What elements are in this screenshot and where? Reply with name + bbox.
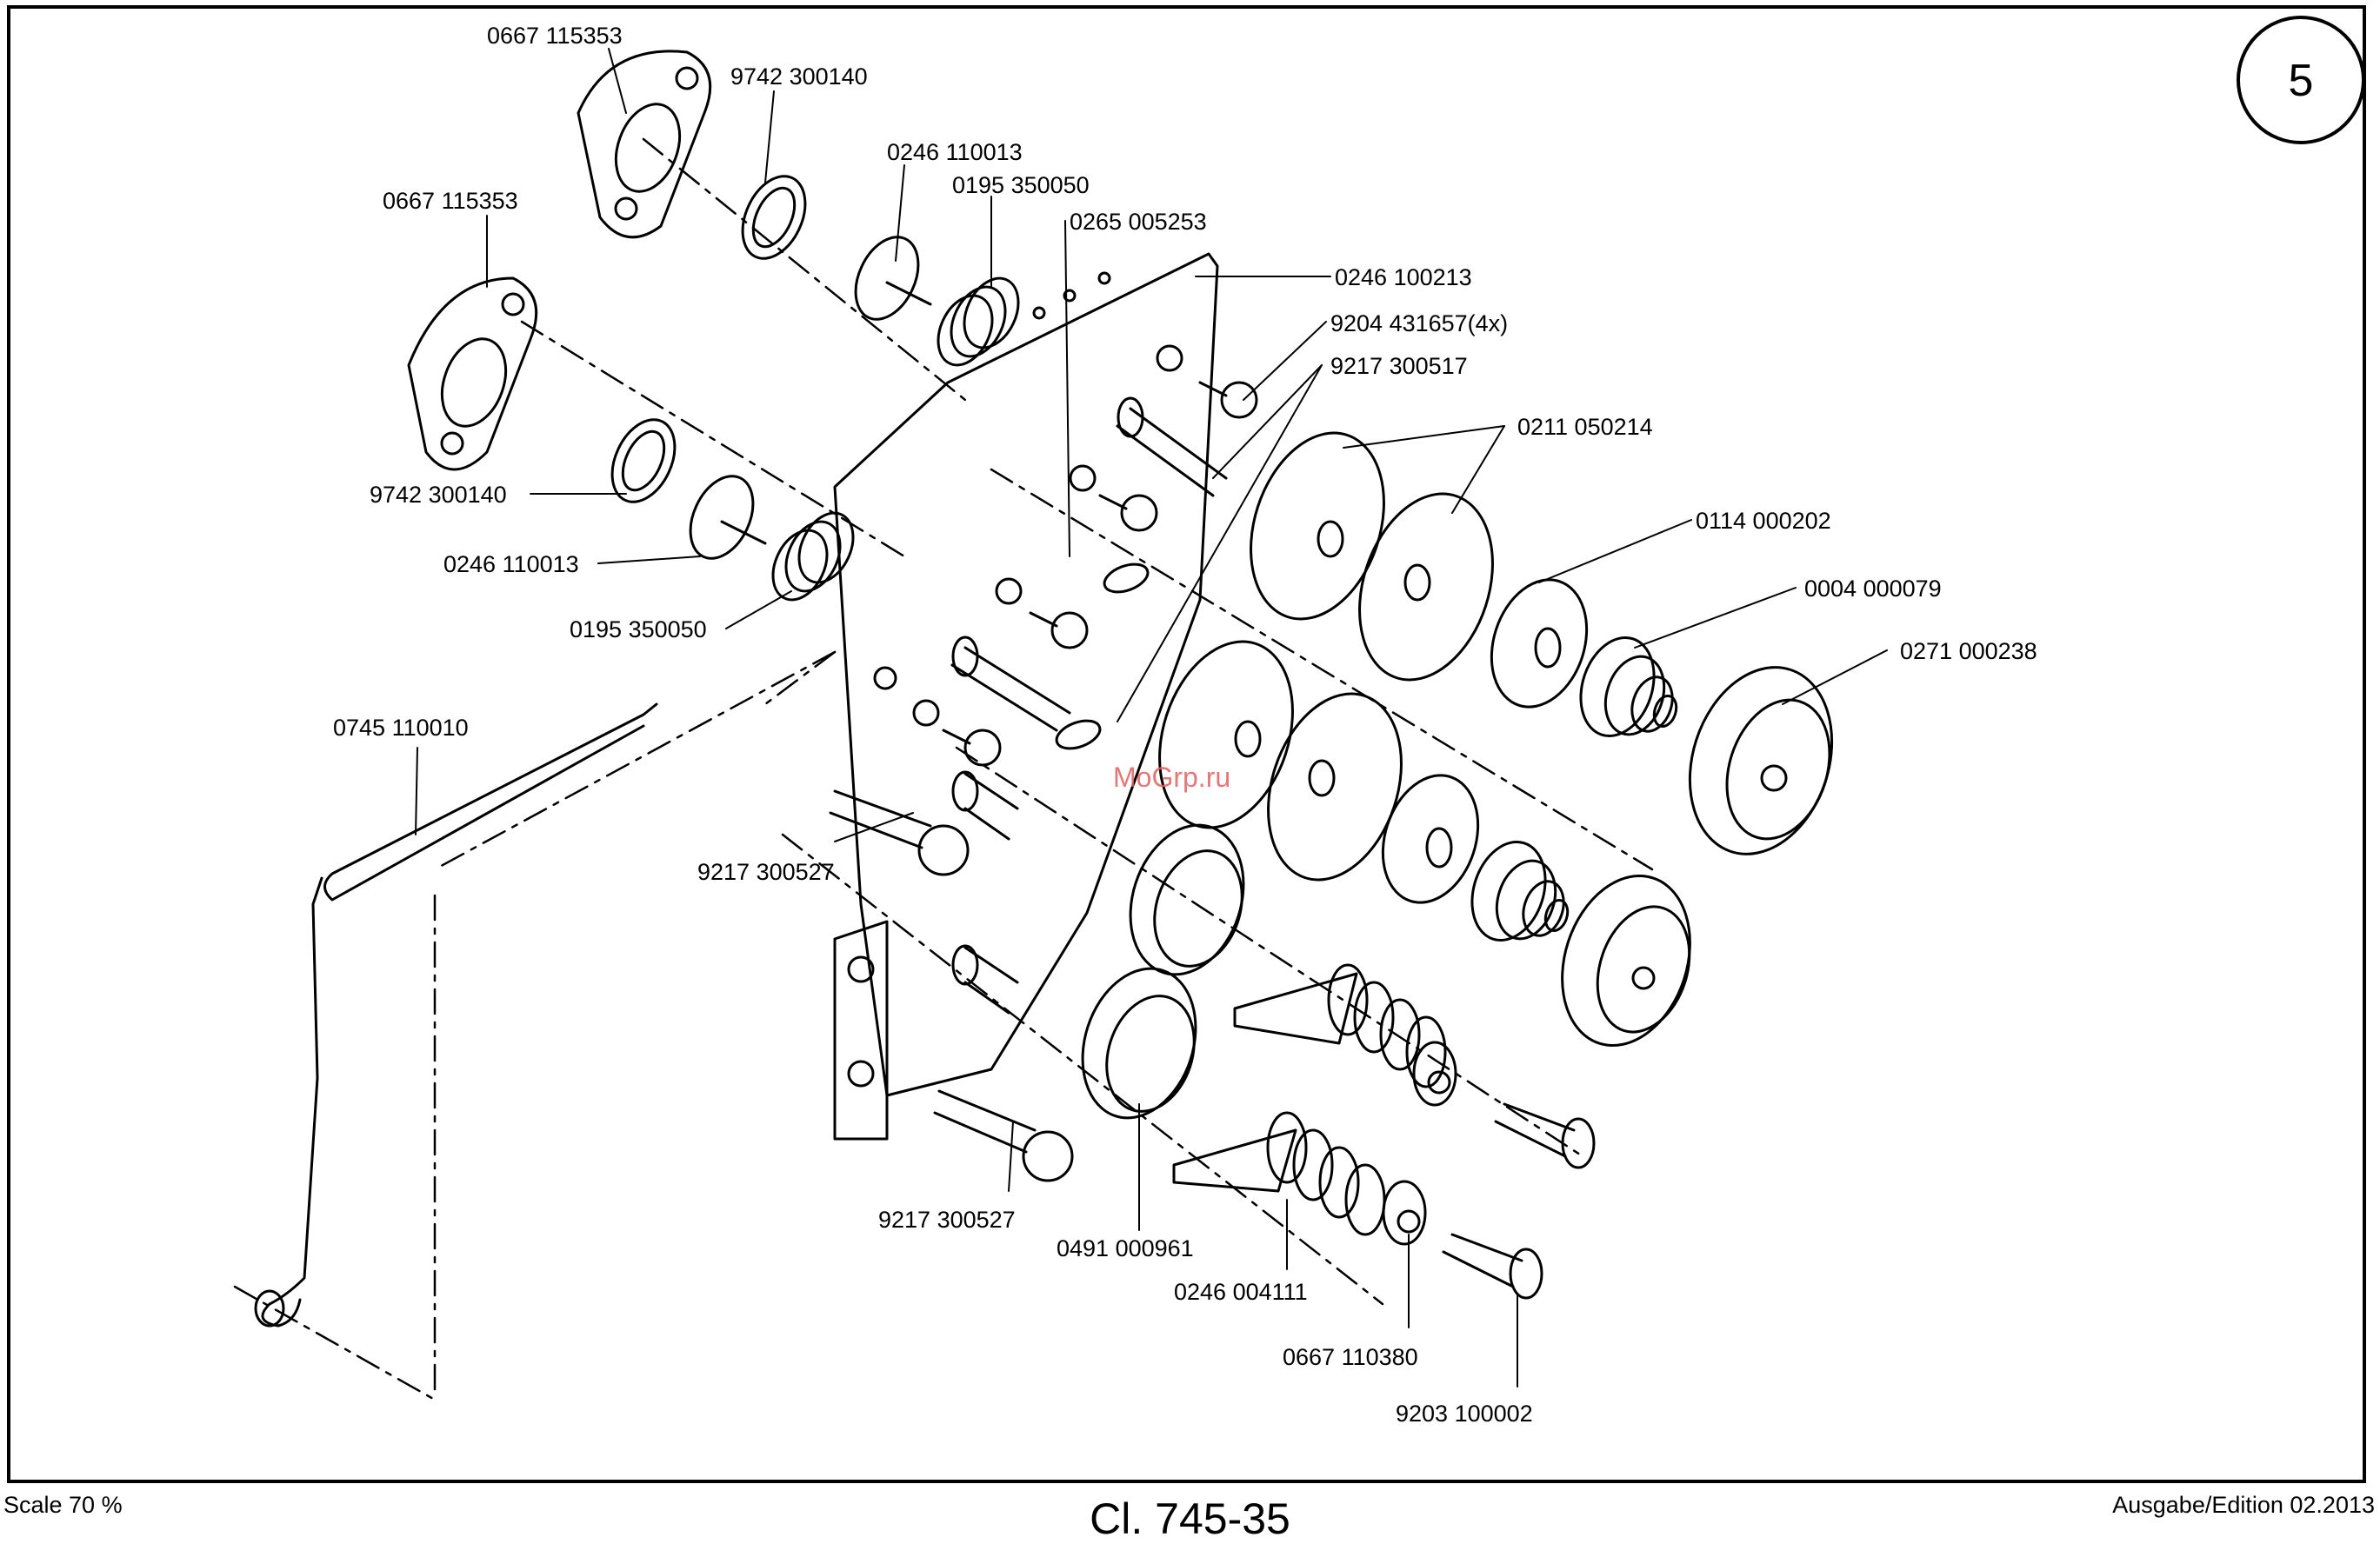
- tension-discs-upper: [1250, 431, 1494, 682]
- watermark: MoGrp.ru: [1113, 762, 1230, 793]
- scale-text: Scale 70 %: [3, 1492, 123, 1518]
- check-spring-upper: [1233, 963, 1447, 1088]
- label-9204-431657: 9204 431657(4x): [1330, 310, 1508, 336]
- washer-lower: [1381, 774, 1480, 904]
- edition-text: Ausgabe/Edition 02.2013: [2112, 1492, 2375, 1518]
- bolt-lower: [933, 1089, 1074, 1182]
- label-0745-110010: 0745 110010: [333, 715, 469, 741]
- label-0246-110013-b: 0246 110013: [443, 551, 579, 577]
- label-0667-115353-a: 0667 115353: [487, 23, 623, 49]
- label-0246-100213: 0246 100213: [1335, 264, 1472, 290]
- tension-knob-upper: [1688, 666, 1834, 855]
- check-spring-lower: [1172, 1111, 1386, 1236]
- label-0211-050214: 0211 050214: [1517, 414, 1653, 440]
- part-labels: 0667 115353 9742 300140 0246 110013 0195…: [333, 23, 2037, 1427]
- cone-spring-lower: [1470, 840, 1570, 942]
- spring-upper: [937, 276, 1020, 367]
- label-0667-115353-b: 0667 115353: [383, 188, 518, 214]
- collar-upper: [1412, 1041, 1457, 1107]
- label-9203-100002: 9203 100002: [1396, 1401, 1533, 1427]
- thread-guide-upper: [1103, 562, 1150, 594]
- disc-lower: [689, 475, 755, 560]
- label-9742-300140-a: 9742 300140: [730, 63, 868, 90]
- thread-wire: [261, 702, 658, 1328]
- bolt-upper: [829, 789, 970, 876]
- washer-upper: [1490, 578, 1589, 709]
- label-0265-005253: 0265 005253: [1070, 209, 1207, 235]
- label-9742-300140-b: 9742 300140: [370, 482, 507, 508]
- pin-1: [951, 770, 1019, 841]
- screw-small-2: [1098, 494, 1158, 532]
- label-0246-110013-a: 0246 110013: [887, 139, 1023, 165]
- label-0195-350050-a: 0195 350050: [952, 172, 1090, 198]
- label-9217-300527-b: 9217 300527: [878, 1207, 1016, 1233]
- page-number: 5: [2289, 56, 2314, 106]
- ring-upper: [741, 175, 807, 260]
- thread-guide-lower: [1055, 719, 1102, 750]
- drawing-frame: [7, 5, 2366, 1483]
- retainer-upper: [1129, 823, 1245, 976]
- disc-upper: [854, 236, 920, 321]
- label-0246-004111: 0246 004111: [1174, 1279, 1308, 1305]
- label-9217-300527-a: 9217 300527: [697, 859, 835, 885]
- screw-adjust-lower: [1442, 1233, 1543, 1300]
- pin-2: [951, 944, 1019, 1015]
- cone-spring-upper: [1579, 636, 1678, 738]
- model-title: Cl. 745-35: [1090, 1494, 1290, 1543]
- screw-adjust-upper: [1494, 1102, 1596, 1169]
- label-0491-000961: 0491 000961: [1057, 1235, 1194, 1261]
- label-0114-000202: 0114 000202: [1696, 508, 1831, 534]
- mounting-plate: [833, 252, 1219, 1097]
- tension-knob-lower: [1561, 874, 1691, 1048]
- label-0271-000238: 0271 000238: [1900, 638, 2037, 664]
- label-9217-300517: 9217 300517: [1330, 353, 1468, 379]
- spring-lower: [771, 511, 855, 602]
- mounting-plate-bracket: [833, 920, 889, 1141]
- stud-lower: [950, 636, 1071, 732]
- ring-lower: [610, 418, 677, 503]
- retainer-lower: [1081, 967, 1197, 1120]
- tension-discs-lower: [1158, 640, 1403, 882]
- stud-upper: [1116, 396, 1228, 497]
- screw-small-1: [1198, 381, 1258, 419]
- screw-small-3: [1029, 611, 1089, 649]
- page-number-badge: 5: [2237, 16, 2365, 144]
- flange-lower: [407, 276, 538, 471]
- label-0004-000079: 0004 000079: [1804, 576, 1942, 602]
- label-0667-110380: 0667 110380: [1283, 1344, 1418, 1370]
- label-0195-350050-b: 0195 350050: [570, 616, 707, 642]
- screw-small-4: [942, 729, 1002, 767]
- collar-lower: [1382, 1180, 1427, 1246]
- flange-upper: [577, 50, 712, 239]
